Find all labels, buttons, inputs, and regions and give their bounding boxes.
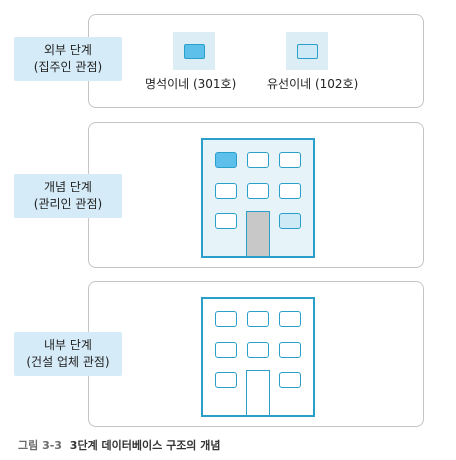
building-door (246, 211, 270, 257)
internal-level-viewpoint: (건설 업체 관점) (26, 355, 110, 369)
external-level-viewpoint: (집주인 관점) (33, 60, 103, 74)
conceptual-level-panel (88, 122, 424, 268)
window (215, 311, 237, 327)
conceptual-level-title: 개념 단계 (44, 180, 92, 194)
external-level-panel: 명석이네 (301호) 유선이네 (102호) (88, 14, 424, 108)
conceptual-level-viewpoint: (관리인 관점) (33, 197, 103, 211)
building-conceptual (201, 138, 315, 258)
window (279, 372, 301, 388)
figure-caption: 그림 3-3 3단계 데이터베이스 구조의 개념 (18, 437, 221, 453)
window (215, 372, 237, 388)
figure-title: 3단계 데이터베이스 구조의 개념 (69, 439, 221, 452)
window-102 (279, 213, 301, 229)
internal-level-panel (88, 281, 424, 427)
window (215, 213, 237, 229)
window (279, 152, 301, 168)
window (247, 183, 269, 199)
building-internal (201, 297, 315, 417)
window (215, 342, 237, 358)
legend-first-label: 명석이네 (301호) (145, 77, 237, 91)
figure-number: 그림 3-3 (18, 439, 62, 452)
legend-first-swatch (184, 44, 205, 59)
window (247, 342, 269, 358)
window-301 (215, 152, 237, 168)
window (279, 311, 301, 327)
legend-second-label: 유선이네 (102호) (267, 77, 359, 91)
building-door (246, 370, 270, 416)
window (279, 342, 301, 358)
external-level-label: 외부 단계 (집주인 관점) (14, 37, 122, 81)
window (279, 183, 301, 199)
window (215, 183, 237, 199)
window (247, 311, 269, 327)
internal-level-label: 내부 단계 (건설 업체 관점) (14, 332, 122, 376)
conceptual-level-label: 개념 단계 (관리인 관점) (14, 174, 122, 218)
external-level-title: 외부 단계 (44, 43, 92, 57)
internal-level-title: 내부 단계 (44, 338, 92, 352)
window (247, 152, 269, 168)
legend-second-swatch (297, 44, 318, 59)
